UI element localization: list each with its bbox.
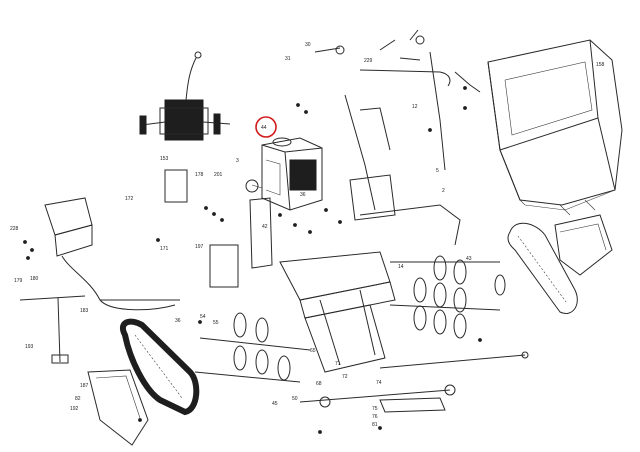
callout-label: 179 (14, 278, 23, 284)
road-wheels (233, 255, 506, 381)
callout-label: 192 (70, 406, 79, 412)
callout-label: 2 (442, 188, 445, 194)
callout-label: 50 (292, 396, 298, 402)
highlighted-callout-label: 44 (261, 125, 267, 131)
bottom-plate (379, 397, 446, 413)
callout-label: 81 (372, 422, 378, 428)
callout-label: 158 (596, 62, 605, 68)
callout-label: 187 (80, 383, 89, 389)
callout-label: 43 (466, 256, 472, 262)
callout-label: 5 (436, 168, 439, 174)
callout-label: 45 (272, 401, 278, 407)
callout-label: 171 (160, 246, 169, 252)
callout-label: 31 (285, 56, 291, 62)
callout-label: 183 (80, 308, 89, 314)
callout-label: 71 (335, 361, 341, 367)
callout-label: 180 (30, 276, 39, 282)
main-frame (164, 169, 461, 373)
axles (194, 261, 529, 408)
callout-label: 68 (316, 381, 322, 387)
callout-label: 72 (342, 374, 348, 380)
callout-label: 193 (25, 344, 34, 350)
callout-label: 74 (376, 380, 382, 386)
callout-label: 172 (125, 196, 134, 202)
callout-label: 3 (236, 158, 239, 164)
right-track (507, 222, 578, 314)
callout-label: 75 (372, 406, 378, 412)
left-track (120, 318, 200, 416)
callout-label: 178 (195, 172, 204, 178)
callout-label: 153 (160, 156, 169, 162)
callout-label: 82 (75, 396, 81, 402)
callout-label: 76 (372, 414, 378, 420)
handlebar-assembly (314, 29, 481, 211)
highlighted-callout[interactable]: 44 (255, 116, 277, 138)
callout-label: 12 (412, 104, 418, 110)
left-footplate (87, 369, 149, 446)
callout-label: 229 (364, 58, 373, 64)
bed-support-bracket (554, 214, 613, 276)
hardware-fasteners (23, 86, 482, 434)
callout-label: 228 (10, 226, 19, 232)
control-box (19, 197, 180, 364)
callout-label: 54 (200, 314, 206, 320)
callout-label: 55 (213, 320, 219, 326)
callout-label: 36 (175, 318, 181, 324)
highlight-ring (255, 116, 277, 138)
callout-labels: 228 179 180 183 193 187 192 172 178 201 … (10, 42, 605, 428)
dump-bed (487, 39, 623, 216)
callout-label: 197 (195, 244, 204, 250)
callout-label: 201 (214, 172, 223, 178)
callout-label: 30 (305, 42, 311, 48)
engine-assembly (245, 137, 323, 211)
callout-label: 14 (398, 264, 404, 270)
callout-label: 65 (310, 348, 316, 354)
callout-label: 42 (262, 224, 268, 230)
callout-label: 36 (300, 192, 306, 198)
gearbox-assembly (139, 51, 231, 141)
